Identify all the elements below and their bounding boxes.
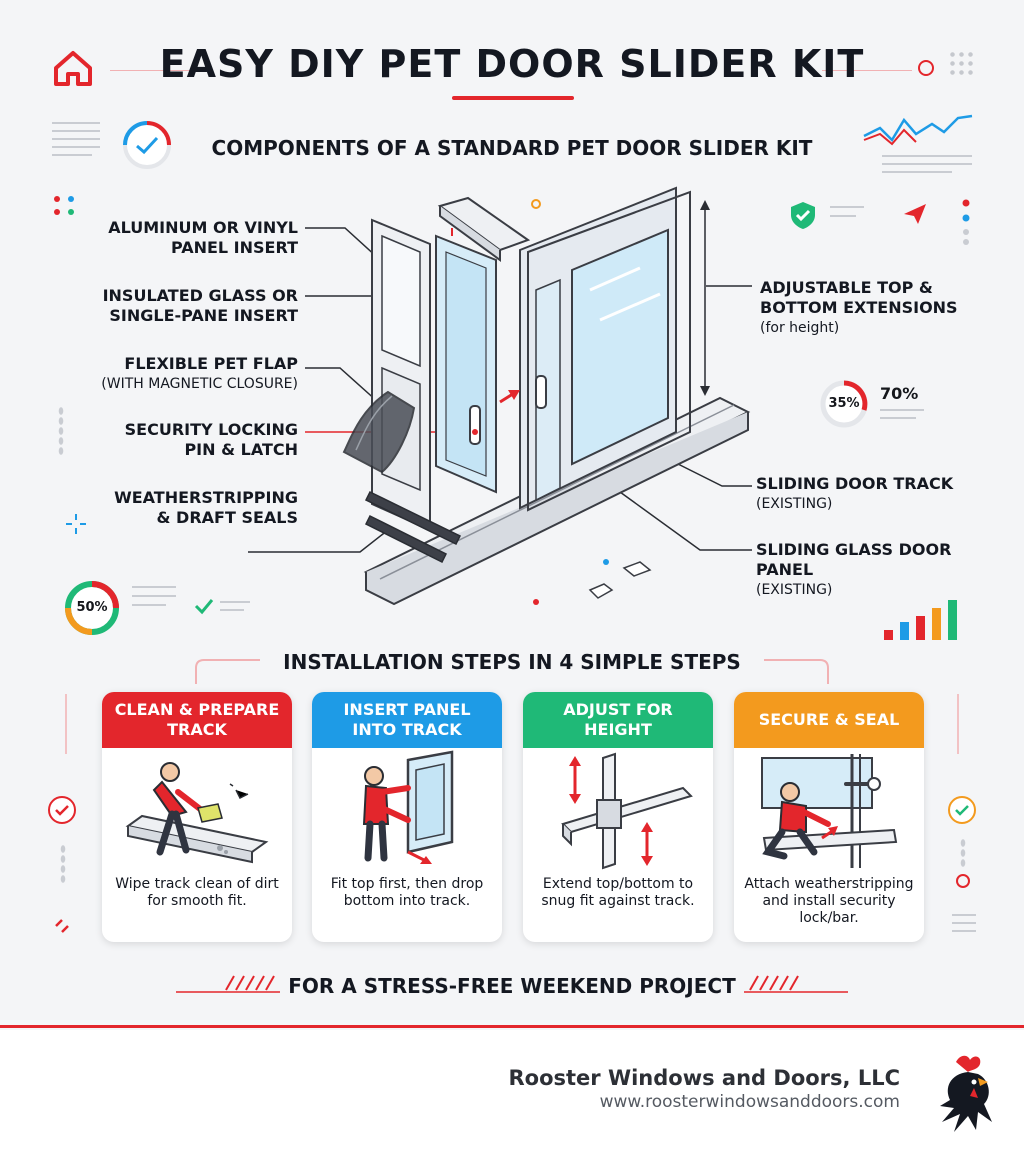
check-icon [194,596,250,616]
company-url[interactable]: www.roosterwindowsanddoors.com [599,1092,900,1112]
cleaning-illustration [102,748,292,870]
step-desc-clean: Wipe track clean of dirt for smooth fit. [115,876,279,909]
side-check-left [46,794,78,826]
shield-check-icon [788,200,818,230]
step-desc-adjust: Extend top/bottom to snug fit against tr… [541,876,695,909]
side-dots-right [960,838,966,868]
tagline: FOR A STRESS-FREE WEEKEND PROJECT [288,974,736,998]
steps-heading: INSTALLATION STEPS IN 4 SIMPLE STEPS [283,650,741,674]
ring-right-value: 35% [828,396,860,411]
side-lines-right [952,912,976,934]
color-dots-icon [52,194,82,218]
paper-plane-icon [902,202,928,226]
footer [0,1030,1024,1154]
dots-column-left [58,406,64,456]
tagline-deco-right [744,974,848,994]
company-name: Rooster Windows and Doors, LLC [508,1066,900,1090]
progress-gauge-icon [120,118,174,172]
step-title-adjust: ADJUST FOR HEIGHT [523,692,713,748]
components-heading: COMPONENTS OF A STANDARD PET DOOR SLIDER… [211,136,813,160]
rooster-logo [920,1052,1006,1138]
pet-door-diagram [248,186,752,606]
header-deco-line-right [822,70,912,71]
insert-panel-illustration [312,748,502,870]
label-glass-insert: INSULATED GLASS OR SINGLE-PANE INSERT [102,286,298,325]
header-dot-icon [918,60,934,76]
vertical-dots-icon [960,198,972,246]
title-underline [452,96,574,100]
ring-gauge-left: 50% [62,578,122,638]
side-check-right [946,794,978,826]
page-title: EASY DIY PET DOOR SLIDER KIT [159,42,865,86]
document-lines-icon [52,120,100,162]
dot-grid-icon [948,50,976,78]
label-locking-pin: SECURITY LOCKING PIN & LATCH [124,420,298,459]
footer-divider [0,1025,1024,1028]
secure-seal-illustration [734,748,924,870]
step-desc-secure: Attach weatherstripping and install secu… [744,876,914,926]
deco-lines-left [132,584,176,614]
adjust-height-illustration [523,748,713,870]
label-pet-flap: FLEXIBLE PET FLAP(WITH MAGNETIC CLOSURE) [101,354,298,392]
ring-right-label: 70% [880,384,919,403]
deco-lines-ring [880,406,924,420]
step-card-clean: CLEAN & PREPARE TRACK Wipe track clean o… [102,692,292,942]
ring-left-value: 50% [76,600,108,615]
label-door-track: SLIDING DOOR TRACK(EXISTING) [756,474,954,512]
bar-chart-icon [884,598,960,642]
side-ring-right [956,874,970,888]
step-title-clean: CLEAN & PREPARE TRACK [102,692,292,748]
step-title-secure: SECURE & SEAL [734,692,924,748]
deco-lines-right [830,204,864,220]
side-arrows-left [52,916,72,936]
sparkle-icon [64,512,88,536]
step-card-insert: INSERT PANEL INTO TRACK Fit top first, t… [312,692,502,942]
step-desc-insert: Fit top first, then drop bottom into tra… [330,876,484,909]
side-dots-left [60,844,66,884]
label-glass-door-panel: SLIDING GLASS DOOR PANEL(EXISTING) [756,540,952,598]
step-title-insert: INSERT PANEL INTO TRACK [312,692,502,748]
home-icon [52,48,94,88]
steps-frame [65,659,959,754]
label-weatherstripping: WEATHERSTRIPPING & DRAFT SEALS [114,488,298,527]
label-extensions: ADJUSTABLE TOP & BOTTOM EXTENSIONS(for h… [760,278,958,336]
step-card-adjust: ADJUST FOR HEIGHT Extend top/bottom to s… [523,692,713,942]
label-panel-insert: ALUMINUM OR VINYL PANEL INSERT [108,218,298,257]
line-chart-icon [862,112,974,176]
step-card-secure: SECURE & SEAL Attach weatherstripping an… [734,692,924,942]
tagline-deco-left [176,974,280,994]
header-deco-line-left [110,70,200,71]
ring-gauge-right: 35% [818,378,870,430]
